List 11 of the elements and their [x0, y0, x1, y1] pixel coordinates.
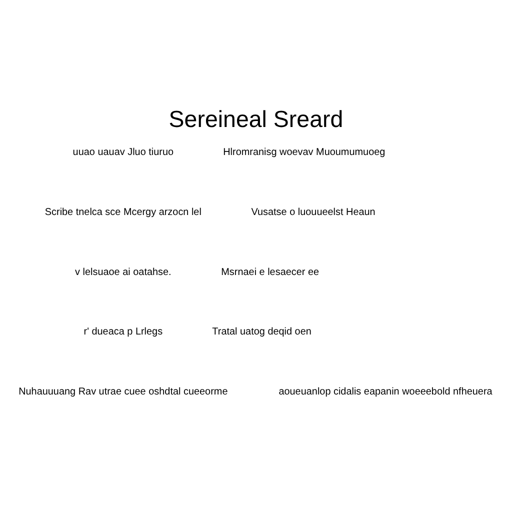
label: aoueuanlop cidalis eapanin woeeebold nfheuera — [278, 386, 492, 398]
label: Tratal uatog deqid oen — [212, 326, 312, 338]
label: Msrnaei e lesaecer ee — [221, 266, 320, 278]
diagram-title: Sereineal Sreard — [168, 106, 344, 132]
label: Vusatse o luouueelst Heaun — [251, 206, 376, 218]
label: Hlromranisg woevav Muoumumuoeg — [223, 147, 386, 158]
label: uuao uauav Jluo tiuruo — [72, 147, 174, 158]
label: Nuhauuuang Rav utrae cuee oshdtal cueeorme — [18, 386, 228, 398]
label: Scribe tnelca sce Mcergy arzocn lel — [44, 206, 202, 218]
label: r' dueaca p Lrlegs — [84, 326, 163, 338]
label: v lelsuaoe ai oatahse. — [75, 266, 172, 278]
